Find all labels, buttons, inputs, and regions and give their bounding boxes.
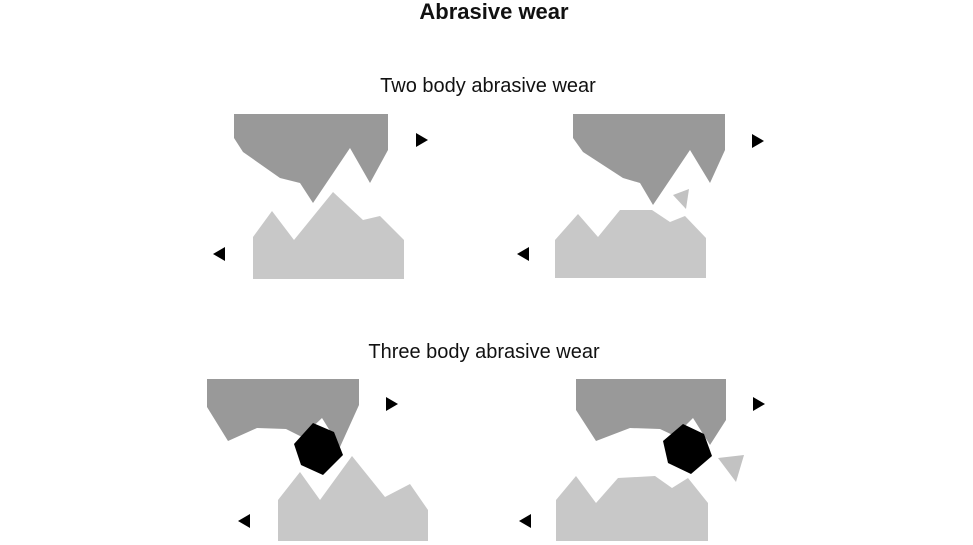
three-body-panel-right [519,379,765,541]
section-label-two-body: Two body abrasive wear [380,75,596,97]
lower-body [556,476,708,541]
abrasive-particle [663,424,712,474]
arrow-right-icon [390,133,428,147]
abrasive-particle [294,423,343,475]
arrow-left-icon [238,514,276,528]
wear-debris [673,189,689,209]
section-label-three-body: Three body abrasive wear [368,341,600,363]
two-body-panel-right [517,114,764,278]
lower-body [253,192,404,279]
two-body-panel-left [213,114,428,279]
arrow-left-icon [519,514,557,528]
arrow-left-icon [213,247,251,261]
wear-debris [718,455,744,482]
arrow-right-icon [360,397,398,411]
lower-body [555,210,706,278]
arrow-left-icon [517,247,555,261]
upper-body [207,379,359,447]
arrow-right-icon [726,134,764,148]
three-body-panel-left [207,379,428,541]
upper-body [576,379,726,445]
diagram-title: Abrasive wear [419,0,569,24]
upper-body [234,114,388,203]
arrow-right-icon [727,397,765,411]
upper-body [573,114,725,205]
lower-body [278,456,428,541]
